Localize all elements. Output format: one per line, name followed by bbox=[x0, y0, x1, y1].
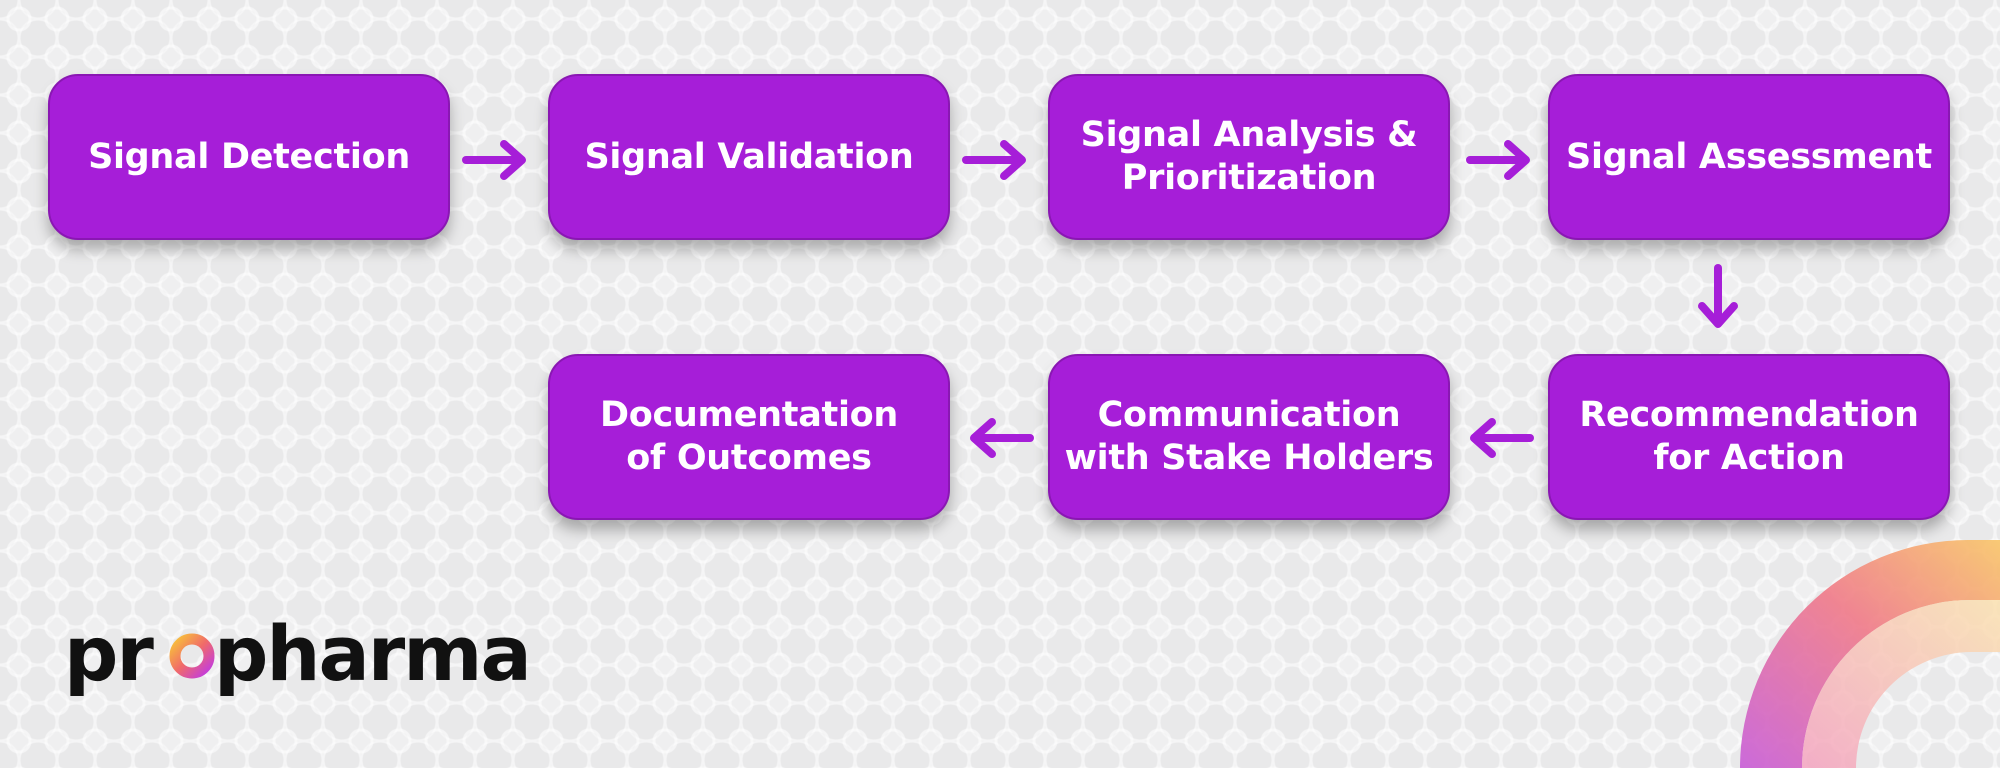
step-documentation-of-outcomes: Documentation of Outcomes bbox=[548, 354, 950, 520]
arrow-left-icon bbox=[1470, 418, 1534, 458]
step-label: Documentation of Outcomes bbox=[599, 395, 899, 478]
step-label: Signal Analysis & Prioritization bbox=[1080, 115, 1418, 198]
step-signal-assessment: Signal Assessment bbox=[1548, 74, 1950, 240]
step-label: Signal Detection bbox=[88, 136, 410, 177]
step-signal-analysis-prioritization: Signal Analysis & Prioritization bbox=[1048, 74, 1450, 240]
arrow-left-icon bbox=[970, 418, 1034, 458]
svg-text:pharma: pharma bbox=[214, 609, 530, 698]
step-label: Signal Assessment bbox=[1566, 136, 1932, 177]
step-communication-with-stake-holders: Communication with Stake Holders bbox=[1048, 354, 1450, 520]
step-signal-validation: Signal Validation bbox=[548, 74, 950, 240]
step-label: Signal Validation bbox=[584, 136, 914, 177]
step-recommendation-for-action: Recommendation for Action bbox=[1548, 354, 1950, 520]
step-label: Communication with Stake Holders bbox=[1064, 395, 1434, 478]
gradient-arc-decoration bbox=[1740, 540, 2000, 768]
arrow-right-icon bbox=[1466, 140, 1530, 180]
arrow-right-icon bbox=[462, 140, 526, 180]
svg-text:pr: pr bbox=[64, 609, 154, 698]
arrow-right-icon bbox=[962, 140, 1026, 180]
step-signal-detection: Signal Detection bbox=[48, 74, 450, 240]
arrow-down-icon bbox=[1698, 264, 1738, 328]
step-label: Recommendation for Action bbox=[1579, 395, 1919, 478]
propharma-logo: pr pharma bbox=[64, 609, 532, 698]
